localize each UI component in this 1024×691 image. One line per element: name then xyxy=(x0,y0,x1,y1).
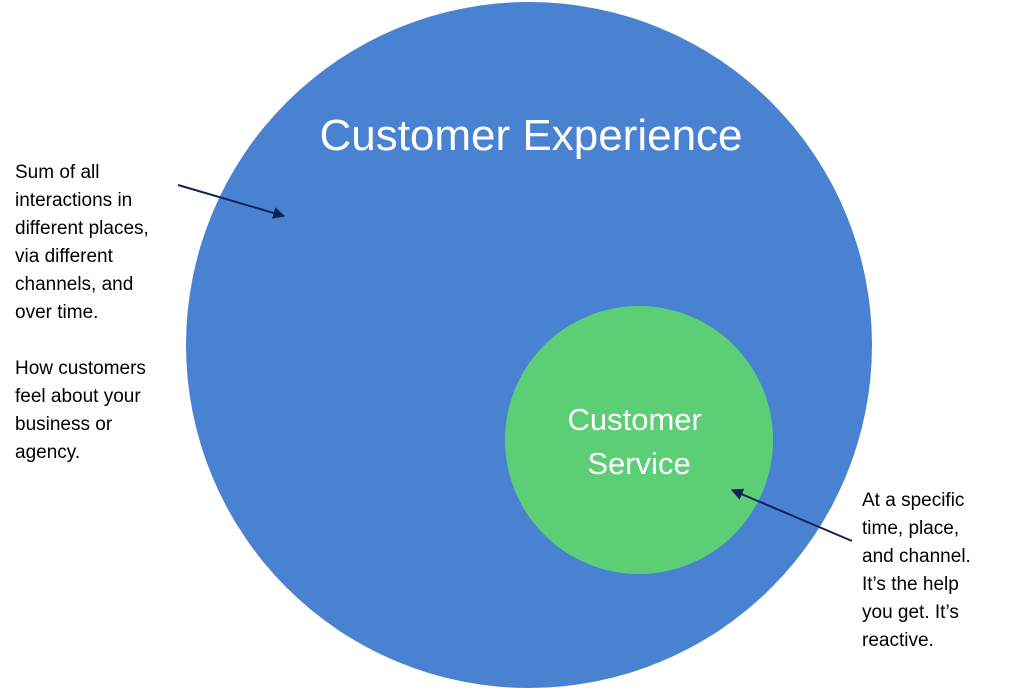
note-line: agency. xyxy=(15,442,80,463)
customer-service-label: Customer Service xyxy=(568,402,711,481)
note-line: via different xyxy=(15,246,114,267)
customer-service-label-line: Customer xyxy=(568,402,702,437)
note-line: It’s the help xyxy=(862,574,959,595)
note-line: How customers xyxy=(15,358,146,379)
note-line: Sum of all xyxy=(15,162,99,183)
customer-service-label-line: Service xyxy=(587,446,690,481)
note-line: different places, xyxy=(15,218,149,239)
service-pointer-arrow xyxy=(730,488,853,542)
note-line: feel about your xyxy=(15,386,141,407)
note-line: time, place, xyxy=(862,518,959,539)
note-line: At a specific xyxy=(862,490,964,511)
experience-pointer-arrow xyxy=(177,184,286,219)
customer-service-circle xyxy=(505,306,773,574)
customer-service-description: At a specific time, place, and channel. … xyxy=(862,490,976,651)
customer-experience-circle xyxy=(186,2,872,688)
note-line: reactive. xyxy=(862,630,934,651)
note-line: business or xyxy=(15,414,113,435)
note-line: and channel. xyxy=(862,546,971,567)
note-line: channels, and xyxy=(15,274,133,295)
note-line: you get. It’s xyxy=(862,602,959,623)
customer-experience-description: Sum of all interactions in different pla… xyxy=(15,162,154,463)
note-line: interactions in xyxy=(15,190,132,211)
note-line: over time. xyxy=(15,302,98,323)
customer-experience-label: Customer Experience xyxy=(319,111,742,160)
